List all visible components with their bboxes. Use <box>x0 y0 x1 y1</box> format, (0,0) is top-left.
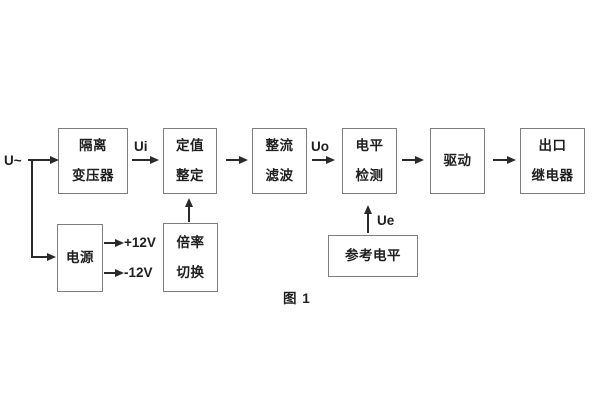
label-plus-12v: +12V <box>124 235 156 250</box>
arrowhead-ui <box>150 155 159 164</box>
block-ratio-switch: 倍率 切换 <box>163 223 218 292</box>
arrowhead-branch-to-power <box>47 252 56 261</box>
block-output-relay-line1: 出口 <box>538 138 567 153</box>
label-input-voltage: U~ <box>4 153 22 168</box>
arrowhead-detect-to-drive <box>415 155 424 164</box>
arrowhead-ratio-to-setting <box>184 198 193 207</box>
block-power-supply-label: 电源 <box>66 250 94 265</box>
block-rectify-filter: 整流 滤波 <box>252 128 307 194</box>
block-level-detect: 电平 检测 <box>342 128 397 194</box>
connector-ue-line <box>367 213 369 233</box>
block-rectify-filter-line2: 滤波 <box>265 168 294 183</box>
block-isolation-transformer-line1: 隔离 <box>79 138 107 153</box>
arrowhead-ue <box>363 205 372 214</box>
connector-uo-line <box>312 159 327 161</box>
connector-input-branch-line <box>31 159 33 258</box>
connector-drive-to-relay-line <box>493 159 508 161</box>
block-reference-level: 参考电平 <box>328 235 418 277</box>
connector-ui-line <box>132 159 151 161</box>
block-isolation-transformer: 隔离 变压器 <box>58 128 128 194</box>
arrowhead-plus12 <box>115 238 124 247</box>
label-ue: Ue <box>377 213 395 228</box>
arrowhead-uo <box>326 155 335 164</box>
connector-detect-to-drive-line <box>402 159 416 161</box>
connector-input-line <box>28 159 51 161</box>
block-reference-level-label: 参考电平 <box>345 248 401 263</box>
block-setting-adjust: 定值 整定 <box>163 128 217 194</box>
block-rectify-filter-line1: 整流 <box>265 138 294 153</box>
block-power-supply: 电源 <box>57 224 103 292</box>
block-setting-adjust-line2: 整定 <box>176 168 204 183</box>
block-ratio-switch-line2: 切换 <box>176 264 205 280</box>
arrowhead-input-to-transformer <box>50 155 59 164</box>
block-isolation-transformer-line2: 变压器 <box>72 168 114 183</box>
label-uo: Uo <box>311 139 329 154</box>
arrowhead-minus12 <box>115 268 124 277</box>
arrowhead-drive-to-relay <box>507 155 516 164</box>
block-level-detect-line1: 电平 <box>355 138 384 153</box>
figure-caption: 图 1 <box>283 291 311 306</box>
label-minus-12v: -12V <box>124 265 153 280</box>
connector-ratio-to-setting-line <box>188 206 190 222</box>
connector-branch-to-power-line <box>31 256 48 258</box>
block-level-detect-line2: 检测 <box>355 168 384 183</box>
block-drive-label: 驱动 <box>443 153 472 168</box>
block-output-relay-line2: 继电器 <box>531 168 574 183</box>
block-setting-adjust-line1: 定值 <box>176 138 204 153</box>
connector-plus12-line <box>104 242 116 244</box>
block-drive: 驱动 <box>430 128 485 194</box>
connector-minus12-line <box>104 272 116 274</box>
arrowhead-setting-to-rectifier <box>239 155 248 164</box>
connector-setting-to-rectifier-line <box>226 159 240 161</box>
label-ui: Ui <box>134 139 148 154</box>
block-ratio-switch-line1: 倍率 <box>176 234 205 250</box>
block-output-relay: 出口 继电器 <box>520 128 585 194</box>
